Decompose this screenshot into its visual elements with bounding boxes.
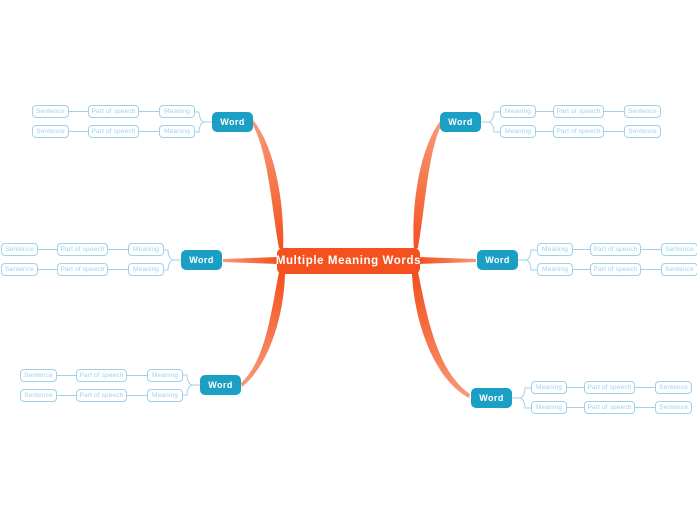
edge-root-to-bottom-right: [412, 272, 470, 398]
edge-word-split-middle-right: [518, 249, 537, 271]
sentence-node-top-left-1[interactable]: Sentence: [32, 105, 69, 118]
edge-word-split-bottom-right: [512, 387, 531, 409]
meaning-node-bottom-right-1[interactable]: Meaning: [531, 381, 567, 394]
edge-word-split-top-right: [481, 111, 500, 133]
word-node-top-right[interactable]: Word: [440, 112, 481, 132]
part-of-speech-node-bottom-left-1[interactable]: Part of speech: [76, 369, 127, 382]
word-node-bottom-left[interactable]: Word: [200, 375, 241, 395]
edge-root-to-top-left: [252, 120, 284, 250]
sentence-node-middle-right-2[interactable]: Sentence: [661, 263, 697, 276]
meaning-node-middle-left-2[interactable]: Meaning: [128, 263, 164, 276]
sentence-node-middle-left-2[interactable]: Sentence: [1, 263, 38, 276]
edge-root-to-middle-right: [418, 257, 476, 264]
part-of-speech-node-middle-right-2[interactable]: Part of speech: [590, 263, 641, 276]
part-of-speech-node-top-left-2[interactable]: Part of speech: [88, 125, 139, 138]
part-of-speech-node-middle-left-2[interactable]: Part of speech: [57, 263, 108, 276]
sentence-node-top-right-1[interactable]: Sentence: [624, 105, 661, 118]
word-node-top-left[interactable]: Word: [212, 112, 253, 132]
sentence-node-bottom-left-2[interactable]: Sentence: [20, 389, 57, 402]
edge-root-to-bottom-left: [241, 272, 285, 387]
meaning-node-bottom-left-2[interactable]: Meaning: [147, 389, 183, 402]
edge-word-split-middle-left: [164, 249, 181, 271]
edge-root-to-top-right: [413, 120, 442, 250]
meaning-node-middle-right-2[interactable]: Meaning: [537, 263, 573, 276]
sentence-node-bottom-right-2[interactable]: Sentence: [655, 401, 692, 414]
part-of-speech-node-top-left-1[interactable]: Part of speech: [88, 105, 139, 118]
part-of-speech-node-bottom-left-2[interactable]: Part of speech: [76, 389, 127, 402]
word-node-bottom-right[interactable]: Word: [471, 388, 512, 408]
edge-word-split-top-left: [195, 111, 212, 133]
part-of-speech-node-top-right-2[interactable]: Part of speech: [553, 125, 604, 138]
meaning-node-bottom-right-2[interactable]: Meaning: [531, 401, 567, 414]
part-of-speech-node-top-right-1[interactable]: Part of speech: [553, 105, 604, 118]
part-of-speech-node-middle-left-1[interactable]: Part of speech: [57, 243, 108, 256]
edge-word-split-bottom-left: [183, 374, 200, 396]
meaning-node-middle-right-1[interactable]: Meaning: [537, 243, 573, 256]
root-node[interactable]: Multiple Meaning Words: [276, 248, 421, 274]
sentence-node-top-right-2[interactable]: Sentence: [624, 125, 661, 138]
part-of-speech-node-middle-right-1[interactable]: Part of speech: [590, 243, 641, 256]
sentence-node-bottom-left-1[interactable]: Sentence: [20, 369, 57, 382]
word-node-middle-left[interactable]: Word: [181, 250, 222, 270]
meaning-node-bottom-left-1[interactable]: Meaning: [147, 369, 183, 382]
sentence-node-middle-left-1[interactable]: Sentence: [1, 243, 38, 256]
word-node-middle-right[interactable]: Word: [477, 250, 518, 270]
edge-root-to-middle-left: [223, 257, 279, 264]
meaning-node-top-left-1[interactable]: Meaning: [159, 105, 195, 118]
meaning-node-top-left-2[interactable]: Meaning: [159, 125, 195, 138]
meaning-node-top-right-2[interactable]: Meaning: [500, 125, 536, 138]
sentence-node-bottom-right-1[interactable]: Sentence: [655, 381, 692, 394]
sentence-node-middle-right-1[interactable]: Sentence: [661, 243, 697, 256]
part-of-speech-node-bottom-right-1[interactable]: Part of speech: [584, 381, 635, 394]
sentence-node-top-left-2[interactable]: Sentence: [32, 125, 69, 138]
part-of-speech-node-bottom-right-2[interactable]: Part of speech: [584, 401, 635, 414]
meaning-node-top-right-1[interactable]: Meaning: [500, 105, 536, 118]
meaning-node-middle-left-1[interactable]: Meaning: [128, 243, 164, 256]
